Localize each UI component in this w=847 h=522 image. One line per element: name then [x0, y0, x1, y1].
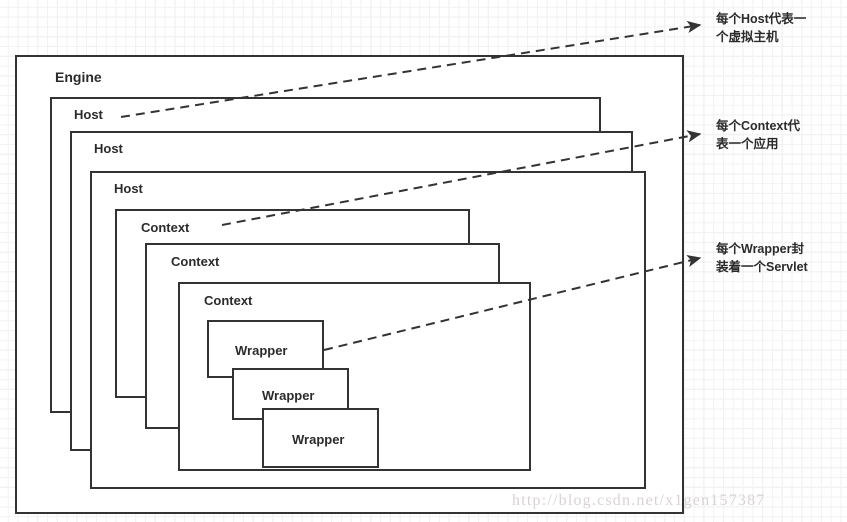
context-label-3: Context	[204, 293, 253, 308]
wrapper-box-3: Wrapper	[262, 408, 379, 468]
context-label-2: Context	[171, 254, 220, 269]
annotation-wrapper: 每个Wrapper封 装着一个Servlet	[716, 242, 808, 275]
engine-label: Engine	[55, 69, 102, 85]
host-label-3: Host	[114, 181, 143, 196]
annotation-host: 每个Host代表一 个虚拟主机	[716, 12, 807, 45]
annotation-context: 每个Context代 表一个应用	[716, 119, 801, 152]
context-label-1: Context	[141, 220, 190, 235]
wrapper-label-1: Wrapper	[235, 343, 288, 358]
watermark: http://blog.csdn.net/x1gen157387	[512, 492, 766, 509]
wrapper-label-3: Wrapper	[292, 432, 345, 447]
wrapper-label-2: Wrapper	[262, 388, 315, 403]
host-label-1: Host	[74, 107, 103, 122]
host-label-2: Host	[94, 141, 123, 156]
